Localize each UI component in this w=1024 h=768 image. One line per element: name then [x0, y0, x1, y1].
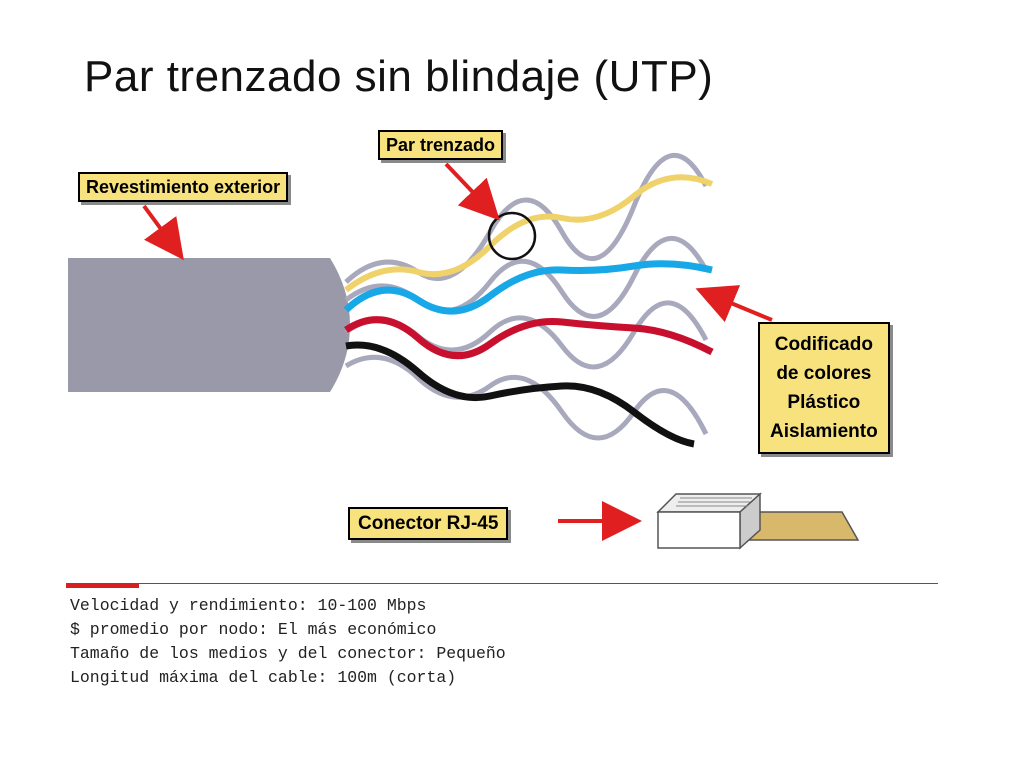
wire-red: [344, 316, 714, 360]
label-twisted-pair: Par trenzado: [378, 130, 504, 160]
arrow-icon: [444, 162, 500, 221]
spec-line: $ promedio por nodo: El más económico: [70, 620, 437, 639]
wire-yellow: [344, 174, 714, 293]
divider-accent: [66, 583, 139, 588]
wire-black: [345, 341, 695, 448]
label-color-coding-line: de colores: [776, 363, 872, 384]
label-color-coding: Codificado de colores Plástico Aislamien…: [758, 322, 890, 454]
page-title: Par trenzado sin blindaje (UTP): [84, 52, 714, 101]
specs-list: Velocidad y rendimiento: 10-100 Mbps $ p…: [70, 594, 506, 690]
spec-line: Tamaño de los medios y del conector: Peq…: [70, 644, 506, 663]
divider-line: [66, 583, 938, 584]
label-connector: Conector RJ-45: [348, 507, 509, 540]
magnifier-circle-icon: [487, 211, 537, 261]
wire-blue: [343, 260, 713, 315]
rj45-connector-icon: [656, 492, 860, 550]
spec-line: Velocidad y rendimiento: 10-100 Mbps: [70, 596, 427, 615]
label-outer-jacket: Revestimiento exterior: [78, 172, 289, 202]
label-color-coding-line: Codificado: [774, 334, 873, 355]
spec-line: Longitud máxima del cable: 100m (corta): [70, 668, 457, 687]
arrow-icon: [695, 285, 773, 323]
cable-jacket: [68, 258, 350, 392]
label-color-coding-line: Aislamiento: [770, 421, 878, 442]
arrow-icon: [142, 204, 184, 261]
label-color-coding-line: Plástico: [787, 392, 861, 413]
